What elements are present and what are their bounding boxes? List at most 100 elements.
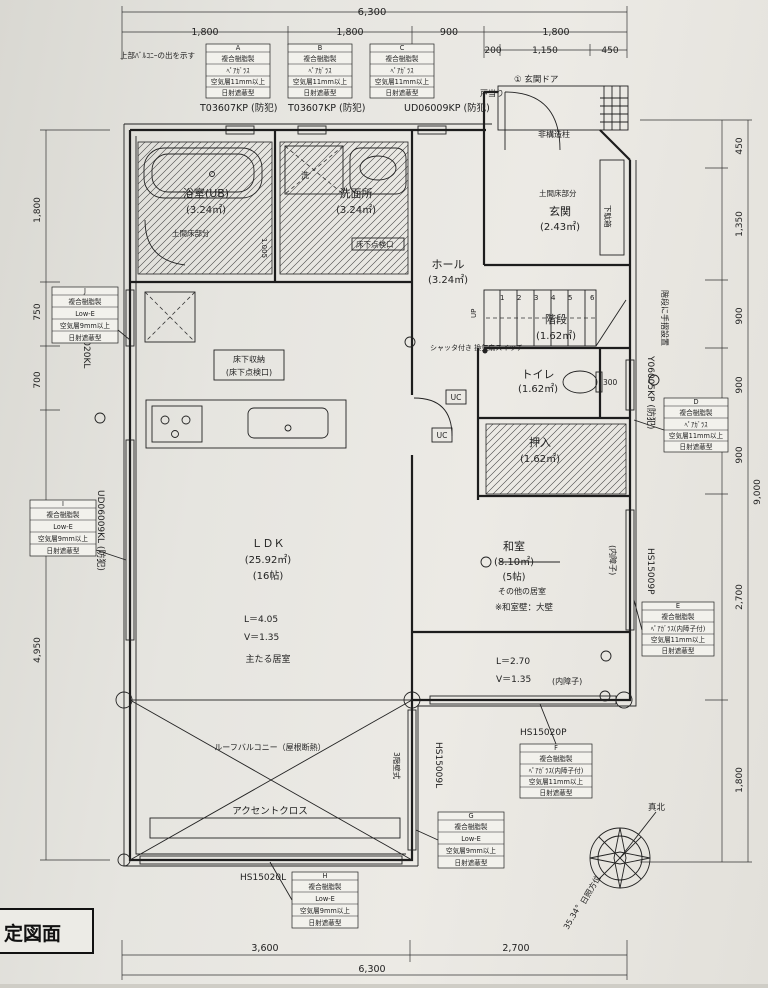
bath-earth-floor-note: 土間床部分 [172,228,210,238]
dim-right-b: 1,350 [735,211,745,237]
dim-right-c: 900 [735,307,745,324]
uc-box-1 [445,389,467,405]
spec-H-l2: Low-E [315,895,335,903]
spec-E-l2: ﾍﾟｱｶﾞﾗｽ(内障子付) [651,624,706,633]
dim-top-g: 450 [601,46,618,56]
spec-E-l1: 複合樹脂製 [662,612,695,621]
fixture-circle-4 [94,412,106,424]
handrail-note: 階段に手摺設置 [660,290,670,346]
fixture-circle-1 [600,650,612,662]
stair-name: 階段 [545,312,567,326]
spec-H-l3: 空気層9mm以上 [300,906,350,915]
entrance-area: (2.43㎡) [540,221,580,233]
spec-D-l3: 空気層11mm以上 [669,431,724,440]
spec-F-l3: 空気層11mm以上 [529,777,584,786]
spec-A-l3: 空気層11mm以上 [211,77,266,86]
entrance-door-label: ① 玄関ドア [514,74,558,85]
compass-angle: 35.34° [562,903,583,931]
switch-dot [482,348,488,354]
dim-top-a: 1,800 [191,27,218,38]
spec-A-l2: ﾍﾟｱｶﾞﾗｽ [226,67,250,75]
window-label-6: Y06005KP (防犯) [645,355,657,429]
spec-D-id: D [693,398,698,406]
washitsu-name: 和室 [503,539,525,553]
spec-B-l1: 複合樹脂製 [304,54,337,63]
title-box: 定図面 [0,908,94,954]
compass-true-north: 真北 [648,802,666,813]
spec-J-l3: 空気層9mm以上 [60,321,110,330]
toilet-dim-300: 300 [603,378,618,387]
dim-top-f: 1,150 [532,46,558,56]
spec-G-l1: 複合樹脂製 [455,822,488,831]
ldk-type: 主たる居室 [245,653,290,665]
ldk-tatami: (16帖) [253,569,284,582]
entrance-earth-floor-note: 土間床部分 [539,188,577,198]
bathtub [143,147,263,199]
spec-I-l2: Low-E [53,523,73,531]
underfloor-storage-box [213,349,285,381]
spec-J-l4: 日射遮蔽型 [69,333,102,342]
entrance-name: 玄関 [549,204,571,218]
closet-hatch [485,423,627,495]
spec-D-l1: 複合樹脂製 [680,408,713,417]
roof-balcony-note: ルーフバルコニー（屋根断熱） [214,742,325,752]
underfloor-check-box [351,237,405,251]
dim-right-e: 900 [735,446,745,463]
uc-label-2: UC [437,431,448,440]
spec-A-l4: 日射遮蔽型 [222,88,255,97]
bottom-dimension-lines [121,940,628,980]
spec-box-H: H 複合樹脂製 Low-E 空気層9mm以上 日射遮蔽型 [291,871,359,929]
spec-G-l2: Low-E [461,835,481,843]
ldk-L: L＝4.05 [244,615,278,625]
window-label-1: T03607KP (防犯) [199,102,277,114]
spec-C-l2: ﾍﾟｱｶﾞﾗｽ [390,67,414,75]
entrance-door-swing [504,91,561,151]
stair-step-1: 1 [500,294,504,302]
spec-box-B: B 複合樹脂製 ﾍﾟｱｶﾞﾗｽ 空気層11mm以上 日射遮蔽型 [287,43,353,99]
wall-3-note: 3階壁式 [392,752,402,780]
spec-F-l2: ﾍﾟｱｶﾞﾗｽ(内障子付) [529,766,584,775]
washitsu-tatami: (5帖) [503,571,526,583]
spec-E-l4: 日射遮蔽型 [662,646,695,655]
closet-area: (1.62㎡) [520,453,560,465]
spec-box-C: C 複合樹脂製 ﾍﾟｱｶﾞﾗｽ 空気層11mm以上 日射遮蔽型 [369,43,435,99]
spec-C-l3: 空気層11mm以上 [375,77,430,86]
bath-name: 浴室(UB) [183,186,229,200]
spec-B-id: B [318,44,323,52]
spec-A-id: A [236,44,241,52]
spec-J-l1: 複合樹脂製 [69,297,102,306]
bath-floor-hatch [137,141,273,275]
interior-walls [130,130,630,700]
dim-top-c: 900 [440,27,458,38]
accent-cloth-note: アクセントクロス [232,806,308,817]
ldk-name: ＬＤＫ [252,537,285,550]
spec-F-l4: 日射遮蔽型 [540,788,573,797]
hall-name: ホール [432,258,465,271]
spec-B-l3: 空気層11mm以上 [293,77,348,86]
dim-right-g: 1,800 [735,767,745,793]
washitsu-wall-note: ※和室壁：大壁 [495,602,554,613]
fixture-circle-2 [599,690,611,702]
dim-right-a: 450 [735,137,745,154]
staircase [483,289,627,347]
spec-box-A: A 複合樹脂製 ﾍﾟｱｶﾞﾗｽ 空気層11mm以上 日射遮蔽型 [205,43,271,99]
spec-F-l1: 複合樹脂製 [540,754,573,763]
hall-area: (3.24㎡) [428,274,468,286]
dim-left-a: 1,800 [33,197,43,223]
spec-G-l4: 日射遮蔽型 [455,858,488,867]
window-label-10: HS15020L [240,873,286,883]
non-structural-column: 非構造柱 [538,129,570,139]
shutter-fan-note: シャッタ付き 換気扇スイッチ [430,343,523,352]
stair-step-6: 6 [590,294,595,302]
spec-I-id: I [62,500,64,508]
underfloor-check2-label: (床下点検口) [226,367,272,377]
partition-bottom: (内障子) [552,676,582,686]
spec-box-D: D 複合樹脂製 ﾍﾟｱｶﾞﾗｽ 空気層11mm以上 日射遮蔽型 [663,397,729,453]
stair-step-4: 4 [551,294,556,302]
exterior-walls [123,90,637,867]
spec-E-id: E [676,602,680,610]
fixture-circle-5 [648,374,660,386]
ldk-area: (25.92㎡) [245,554,292,566]
toilet-door-swing [413,397,453,437]
